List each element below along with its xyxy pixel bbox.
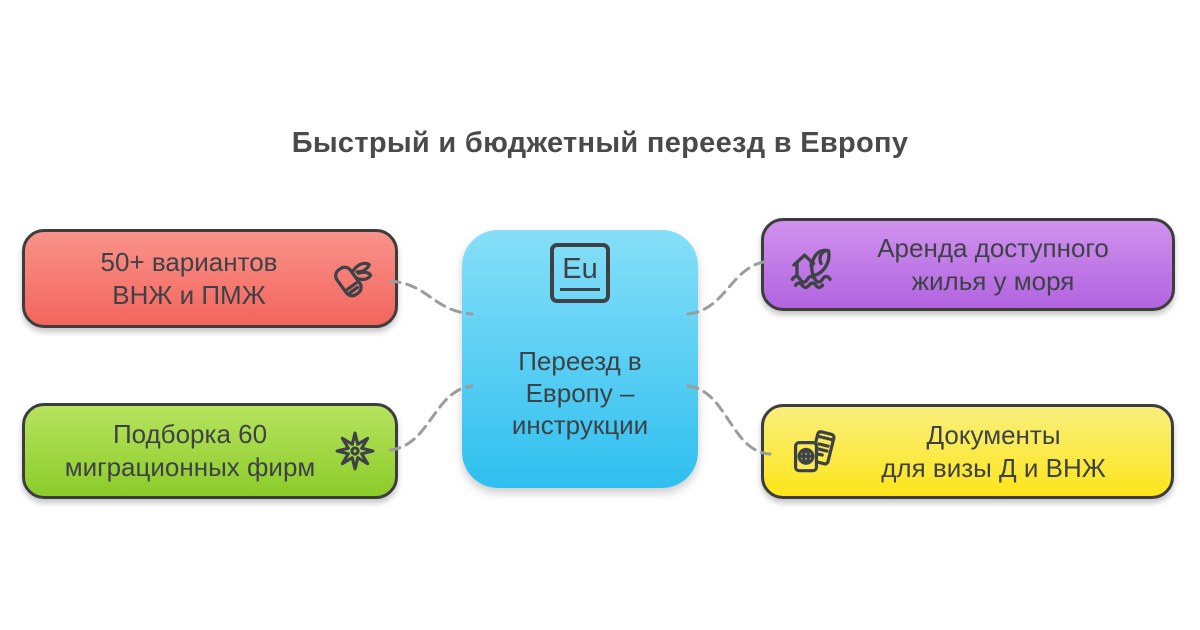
eu-element-icon: Eu	[550, 243, 610, 303]
node-label: Документы для визы Д и ВНЖ	[838, 419, 1149, 485]
center-node: Eu Переезд в Европу – инструкции	[462, 230, 698, 488]
node-migration-firms: Подборка 60 миграционных фирм	[22, 403, 398, 499]
node-label-line: Подборка 60	[112, 419, 268, 449]
node-label-line: жилья у моря	[911, 265, 1075, 296]
node-visa-documents: Документы для визы Д и ВНЖ	[761, 404, 1174, 499]
node-residence-permit-options: 50+ вариантов ВНЖ и ПМЖ	[22, 229, 398, 328]
connector-top-left	[388, 279, 474, 316]
node-label-line: 50+ вариантов	[100, 246, 278, 277]
passport-ticket-icon	[792, 429, 838, 475]
center-label-line: инструкции	[511, 410, 649, 440]
winged-passport-icon	[329, 256, 375, 302]
eight-point-star-icon	[333, 429, 377, 473]
node-label-line: Документы	[926, 419, 1061, 450]
center-label-line: Переезд в	[518, 346, 642, 376]
node-label-line: Аренда доступного	[877, 232, 1109, 263]
node-label: Аренда доступного жилья у моря	[836, 232, 1150, 298]
node-label-line: ВНЖ и ПМЖ	[112, 279, 266, 310]
center-label-line: Европу –	[525, 378, 635, 408]
connector-top-right	[686, 259, 772, 316]
node-label: Подборка 60 миграционных фирм	[47, 418, 333, 484]
node-label-line: для визы Д и ВНЖ	[881, 452, 1106, 483]
node-label-line: миграционных фирм	[64, 452, 316, 482]
node-label: 50+ вариантов ВНЖ и ПМЖ	[49, 246, 329, 312]
page-title: Быстрый и бюджетный переезд в Европу	[291, 127, 909, 159]
node-seaside-rental: Аренда доступного жилья у моря	[761, 218, 1175, 311]
house-wave-icon	[788, 241, 836, 289]
eu-element-symbol: Eu	[560, 255, 600, 291]
connector-bottom-right	[686, 384, 772, 456]
center-node-label: Переезд в Европу – инструкции	[512, 345, 648, 441]
connector-bottom-left	[388, 384, 474, 452]
